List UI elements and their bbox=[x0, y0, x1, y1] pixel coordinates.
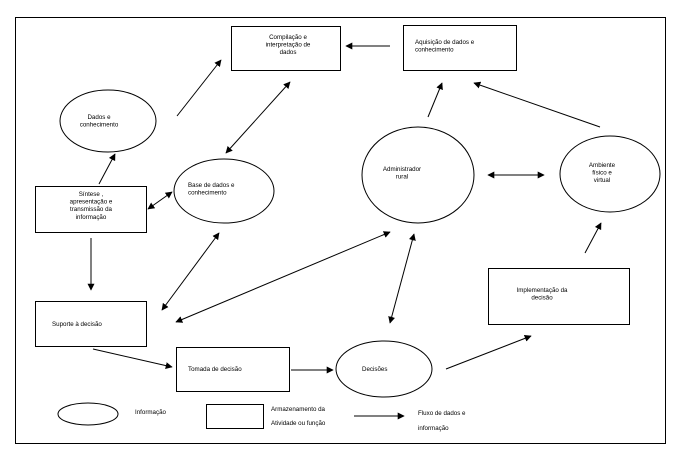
label-line: Fluxo de dados e bbox=[418, 410, 466, 417]
label-line: Dados e bbox=[87, 114, 111, 121]
label-line: interpretação de bbox=[266, 42, 311, 49]
arrow-ambiente-to-aquisicao bbox=[473, 81, 601, 128]
node-dados-conhecimento bbox=[59, 89, 157, 153]
node-sintese bbox=[35, 186, 147, 233]
node-ambiente bbox=[559, 135, 661, 213]
label-line: dados bbox=[280, 49, 297, 56]
label-line: Armazenamento da bbox=[271, 406, 326, 413]
label-line: Síntese , bbox=[79, 191, 104, 198]
diagram-frame bbox=[15, 17, 666, 444]
arrow-base-suporte bbox=[161, 232, 220, 311]
label-line: Suporte à decisão bbox=[52, 321, 102, 328]
label-line: virtual bbox=[594, 177, 611, 184]
label-line: informação bbox=[418, 425, 449, 432]
arrow-decisoes-to-implementacao bbox=[445, 335, 532, 370]
arrow-dados-to-compilacao bbox=[176, 59, 222, 117]
legend-ellipse-sample bbox=[57, 402, 119, 426]
node-administrador bbox=[361, 126, 475, 224]
arrow-suporte-to-tomada bbox=[92, 348, 173, 370]
arrow-admin-decisoes bbox=[388, 233, 416, 324]
label-line: informação bbox=[76, 214, 107, 221]
arrow-sintese-base bbox=[147, 191, 173, 210]
label-decisoes: Decisões bbox=[362, 366, 387, 373]
label-line: Compilação e bbox=[269, 34, 307, 41]
node-aquisicao bbox=[403, 25, 517, 71]
label-line: Base de dados e bbox=[188, 182, 235, 189]
label-line: conhecimento bbox=[80, 122, 119, 129]
label-line: rural bbox=[396, 174, 408, 181]
legend-ellipse-label: Informação bbox=[135, 409, 167, 416]
label-line: físico e bbox=[592, 170, 612, 177]
label-line: apresentação e bbox=[70, 199, 113, 206]
node-base-dados bbox=[173, 158, 275, 224]
label-line: Ambiente bbox=[589, 162, 616, 169]
node-decisoes bbox=[335, 340, 433, 398]
label-line: Decisões bbox=[362, 366, 387, 373]
node-implementacao bbox=[488, 268, 630, 325]
arrow-suporte-admin bbox=[175, 231, 391, 323]
node-compilacao bbox=[231, 26, 341, 71]
label-line: Atividade ou função bbox=[271, 420, 326, 427]
arrow-compilacao-base bbox=[225, 81, 291, 154]
legend-arrow-label: Fluxo de dados e informação bbox=[418, 410, 466, 432]
label-line: Administrador bbox=[383, 166, 421, 173]
node-suporte bbox=[35, 301, 147, 347]
arrow-implementacao-to-ambiente bbox=[584, 222, 602, 254]
label-line: Informação bbox=[135, 409, 167, 416]
label-line: decisão bbox=[531, 295, 553, 302]
label-line: Tomada de decisão bbox=[188, 366, 242, 373]
arrow-admin-to-aquisicao bbox=[427, 82, 443, 118]
label-line: Aquisição de dados e bbox=[415, 39, 475, 46]
label-line: conhecimento bbox=[188, 190, 227, 197]
legend-rectangle-label: Armazenamento da Atividade ou função bbox=[271, 406, 326, 427]
label-suporte: Suporte à decisão bbox=[52, 321, 102, 328]
label-line: conhecimento bbox=[415, 47, 454, 54]
label-tomada: Tomada de decisão bbox=[188, 366, 242, 373]
node-tomada bbox=[176, 347, 290, 392]
label-line: transmissão da bbox=[70, 206, 113, 213]
arrow-sintese-to-dados bbox=[98, 153, 116, 185]
label-line: Implementação da bbox=[517, 287, 568, 294]
legend-rectangle-sample bbox=[206, 404, 264, 429]
